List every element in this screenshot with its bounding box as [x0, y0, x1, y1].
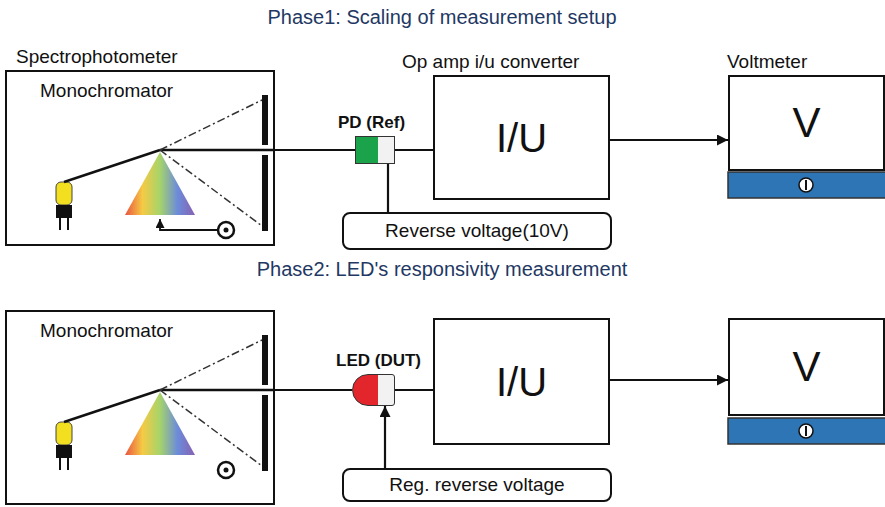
heading-label: LED (DUT)	[336, 351, 421, 371]
heading-label: Op amp i/u converter	[402, 51, 579, 73]
lamp-base	[56, 445, 72, 458]
lamp-pin	[59, 218, 61, 230]
led: LED (DUT)	[352, 374, 395, 406]
converter-box: I/U	[433, 318, 610, 445]
box-text: V	[792, 99, 820, 147]
rotary-knob	[224, 468, 229, 473]
meter-switch	[805, 426, 807, 436]
box-text: Reg. reverse voltage	[389, 474, 564, 496]
box-text: Monochromator	[40, 80, 173, 102]
voltmeter-box: VoltmeterV	[728, 75, 885, 171]
lamp-base	[56, 205, 72, 218]
monochromator-illustration	[56, 95, 275, 238]
voltmeter-panel	[728, 172, 885, 444]
connector	[395, 389, 433, 391]
bias-box: Reg. reverse voltage	[342, 468, 612, 502]
connector	[610, 379, 728, 381]
dispersed-beam	[160, 100, 262, 150]
monochromator-illustration	[56, 335, 275, 478]
connector	[395, 149, 433, 151]
connector	[610, 139, 728, 141]
slit	[262, 155, 268, 231]
voltmeter-box: V	[728, 318, 885, 416]
light-beam	[160, 389, 275, 392]
converter-box: Op amp i/u converterI/U	[433, 75, 610, 200]
dispersed-beam	[160, 150, 262, 226]
lamp-bulb	[56, 182, 72, 205]
rotary-knob	[218, 222, 234, 238]
connector	[275, 389, 352, 391]
prism	[125, 392, 195, 455]
heading-label: Voltmeter	[727, 51, 807, 73]
heading-label: Spectrophotometer	[16, 46, 178, 68]
bias-box: Reverse voltage(10V)	[342, 212, 612, 250]
dispersed-beam	[160, 340, 262, 390]
box-text: I/U	[496, 359, 547, 405]
heading-label: PD (Ref)	[338, 113, 405, 133]
phase-heading: Phase1: Scaling of measurement setup	[267, 6, 616, 29]
slit	[262, 95, 268, 145]
rotary-knob	[218, 462, 234, 478]
box-text: Monochromator	[40, 320, 173, 342]
box-text: I/U	[496, 115, 547, 161]
photodiode: PD (Ref)	[355, 136, 395, 164]
phase-heading: Phase2: LED's responsivity measurement	[257, 258, 628, 281]
meter-switch	[805, 180, 807, 190]
prism	[125, 152, 195, 215]
spectrophotometer-box: SpectrophotometerMonochromator	[5, 70, 275, 246]
rotary-knob	[224, 228, 229, 233]
lamp-pin	[67, 218, 69, 230]
rotation-arrow	[160, 219, 217, 230]
connector	[387, 164, 389, 212]
meter-switch	[799, 424, 813, 438]
lamp-pin	[59, 458, 61, 470]
meter-panel	[728, 172, 885, 198]
light-beam	[64, 150, 160, 182]
slit	[262, 335, 268, 385]
meter-switch	[799, 178, 813, 192]
slit	[262, 395, 268, 471]
lamp-bulb	[56, 422, 72, 445]
dispersed-beam	[160, 390, 262, 466]
light-beam	[64, 390, 160, 422]
lamp-pin	[67, 458, 69, 470]
meter-panel	[728, 418, 885, 444]
box-text: V	[792, 343, 820, 391]
connector	[384, 406, 386, 468]
connector	[275, 149, 355, 151]
box-text: Reverse voltage(10V)	[385, 220, 569, 242]
light-beam	[160, 149, 275, 152]
monochromator-box: Monochromator	[5, 310, 275, 505]
